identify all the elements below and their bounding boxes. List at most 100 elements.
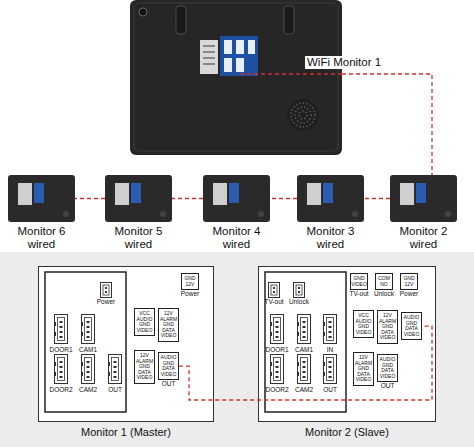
- pin-box: GND 12VPower: [181, 273, 199, 290]
- pin-box: VCC AUDIO GND VIDEO: [134, 308, 155, 336]
- wifi-monitor: WiFi Monitor 1: [130, 0, 342, 155]
- pin-box: AUDIO GND DATA VIDEOOUT: [377, 354, 398, 382]
- connector-symbol: [108, 355, 122, 384]
- pin-names: 12V ALARM GND DATA VIDEO: [354, 355, 373, 383]
- monitor-unit: Monitor 6 wired: [8, 175, 75, 222]
- pin-box: GND 12VPower: [400, 273, 418, 290]
- pin-names: 12V ALARM GND DATA VIDEO: [159, 311, 178, 339]
- connector-panel: [34, 183, 44, 203]
- port: [236, 58, 244, 72]
- cable-connector: [342, 74, 432, 175]
- port-label: CAM1: [68, 346, 108, 353]
- sticker-line: [203, 51, 215, 53]
- port-label: TV-out: [339, 290, 379, 297]
- connector-symbol: [294, 283, 305, 298]
- connector-symbol: [297, 315, 311, 344]
- port-label: DOOR2: [41, 386, 81, 393]
- cable-connector: [172, 198, 203, 199]
- monitor-label: Monitor 3 wired: [299, 225, 363, 251]
- pin-names: GND 12V: [182, 276, 198, 287]
- monitor-label: Monitor 5 wired: [107, 225, 171, 251]
- sticker-line: [203, 45, 215, 47]
- pin-box: AUDIO GND DATA VIDEO: [401, 312, 422, 340]
- connector-panel: [416, 183, 426, 203]
- port: [248, 40, 255, 54]
- pin-box: COM NOUnlock: [375, 273, 393, 290]
- connector-symbol: [323, 315, 337, 344]
- connector-symbol: [81, 355, 95, 384]
- port-label: Unlock: [364, 290, 404, 297]
- speaker-grille: [299, 111, 307, 119]
- monitor-unit: Monitor 5 wired: [105, 175, 172, 222]
- pin-names: 12V ALARM GND DATA VIDEO: [378, 313, 397, 341]
- pin-box: 12V ALARM GND DATA VIDEO: [158, 308, 179, 342]
- port-label: DOOR1: [41, 346, 81, 353]
- monitor-label: WiFi Monitor 1: [305, 56, 383, 69]
- monitor-label: Monitor 6 wired: [10, 225, 74, 251]
- pin-box: AUDIO GND DATA VIDEOOUT: [158, 352, 179, 380]
- speaker-grille: [287, 99, 319, 131]
- cable-connector: [179, 326, 432, 400]
- spec-sticker: [18, 183, 32, 205]
- monitor-unit: Monitor 4 wired: [203, 175, 270, 222]
- connector-panel: [229, 183, 239, 203]
- monitor-rim: [134, 3, 338, 151]
- pin-box: VCC AUDIO GND VIDEO: [353, 310, 374, 338]
- pin-names: COM NO: [376, 276, 392, 287]
- monitor-back: [390, 175, 457, 222]
- speaker-grille: [295, 107, 311, 123]
- pin-names: 12V ALARM GND DATA VIDEO: [135, 353, 154, 381]
- pin-box: GND VIDEOTV-out: [350, 273, 368, 290]
- port-label: IN: [310, 346, 350, 353]
- pin-names: VCC AUDIO GND VIDEO: [354, 313, 373, 335]
- pin-names: AUDIO GND DATA VIDEO: [402, 315, 421, 337]
- spec-sticker: [307, 183, 321, 205]
- port-label: TV-out: [254, 298, 294, 305]
- connector-symbol: [297, 355, 311, 384]
- port-label: Unlock: [279, 298, 319, 305]
- pin-names: VCC AUDIO GND VIDEO: [135, 311, 154, 333]
- connector-symbol: [101, 283, 112, 298]
- port-label: OUT: [310, 386, 350, 393]
- port-label: OUT: [95, 386, 135, 393]
- pin-names: GND VIDEO: [351, 276, 367, 287]
- pin-names: AUDIO GND DATA VIDEO: [378, 357, 397, 379]
- port: [224, 40, 232, 54]
- connector-symbol: [54, 355, 68, 384]
- speaker-grille: [160, 211, 166, 217]
- monitor-back: [297, 175, 364, 222]
- connector-panel: [220, 36, 258, 76]
- port-label: CAM2: [284, 386, 324, 393]
- spec-sticker: [115, 183, 129, 205]
- port-label: Power: [170, 290, 210, 297]
- spec-sticker: [213, 183, 227, 205]
- port-label: DOOR1: [257, 346, 297, 353]
- spec-sticker: [200, 40, 218, 74]
- mount-slot: [284, 6, 294, 34]
- wiring-background: [0, 252, 474, 447]
- port-label: Power: [86, 298, 126, 305]
- port: [224, 58, 232, 72]
- connector-symbol: [323, 355, 337, 384]
- cable-connector: [270, 198, 297, 199]
- port: [236, 40, 244, 54]
- pin-names: GND 12V: [401, 276, 417, 287]
- mount-slot: [176, 6, 186, 34]
- monitor-label: Monitor 2 wired: [392, 225, 456, 251]
- cable-connector: [75, 198, 105, 199]
- monitor-back: [8, 175, 75, 222]
- screw-hole: [139, 8, 147, 16]
- speaker-grille: [63, 211, 69, 217]
- pin-box: 12V ALARM GND DATA VIDEO: [134, 350, 155, 384]
- connector-symbol: [269, 283, 280, 298]
- connector-symbol: [54, 315, 68, 344]
- terminal-panel: Monitor 2 (Slave)GND VIDEOTV-outCOM NOUn…: [258, 266, 436, 422]
- pin-names: AUDIO GND DATA VIDEO: [159, 355, 178, 377]
- port-label: CAM2: [68, 386, 108, 393]
- monitor-unit: Monitor 3 wired: [297, 175, 364, 222]
